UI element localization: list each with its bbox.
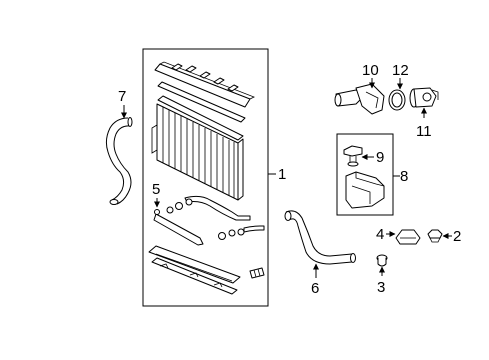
callout-6: 6 xyxy=(311,263,319,297)
radiator-cap xyxy=(395,229,421,245)
callout-4-label: 4 xyxy=(376,226,384,243)
callout-7-label: 7 xyxy=(118,88,126,105)
drain-pipe xyxy=(153,213,204,246)
radiator-assembly-group xyxy=(142,48,269,307)
radiator-drain-hose xyxy=(184,195,251,221)
lower-inner-hose xyxy=(243,225,265,233)
callout-1: 1 xyxy=(268,166,286,183)
lower-radiator-hose xyxy=(284,210,356,265)
part-2-bushing xyxy=(427,229,443,243)
upper-seal-strip xyxy=(157,81,246,123)
callout-2: 2 xyxy=(442,228,461,245)
reservoir-tank xyxy=(345,171,385,209)
radiator-lower-tank xyxy=(148,245,241,295)
callout-1-label: 1 xyxy=(278,166,286,183)
callout-10-label: 10 xyxy=(362,62,379,79)
callout-3: 3 xyxy=(377,266,385,296)
part-3-grommet xyxy=(376,254,388,267)
reservoir-box xyxy=(336,133,394,216)
radiator-upper-tank xyxy=(154,61,255,108)
callout-11: 11 xyxy=(416,107,432,140)
radiator-assembly-box xyxy=(142,48,269,307)
callout-2-label: 2 xyxy=(453,228,461,245)
reservoir-group xyxy=(336,133,394,216)
thermostat-gasket xyxy=(388,89,406,111)
callout-10: 10 xyxy=(362,62,379,89)
reservoir-cap xyxy=(343,145,363,167)
callout-12: 12 xyxy=(392,62,409,90)
callout-4: 4 xyxy=(376,226,396,243)
radiator-core xyxy=(151,95,244,201)
fittings-row-upper xyxy=(166,198,193,214)
water-inlet xyxy=(334,83,385,115)
callout-12-label: 12 xyxy=(392,62,409,79)
thermostat xyxy=(409,87,439,108)
callout-8-label: 8 xyxy=(400,168,408,185)
upper-radiator-hose xyxy=(105,117,133,205)
fittings-row-lower xyxy=(218,228,245,240)
callout-3-label: 3 xyxy=(377,279,385,296)
callout-9-label: 9 xyxy=(376,149,384,166)
callout-5-label: 5 xyxy=(152,181,160,198)
callout-6-label: 6 xyxy=(311,280,319,297)
callout-9: 9 xyxy=(361,149,384,166)
callout-5: 5 xyxy=(152,181,160,208)
callout-8: 8 xyxy=(393,168,408,185)
callout-7: 7 xyxy=(118,88,127,119)
drain-plug xyxy=(249,267,265,279)
callout-11-label: 11 xyxy=(416,123,432,140)
